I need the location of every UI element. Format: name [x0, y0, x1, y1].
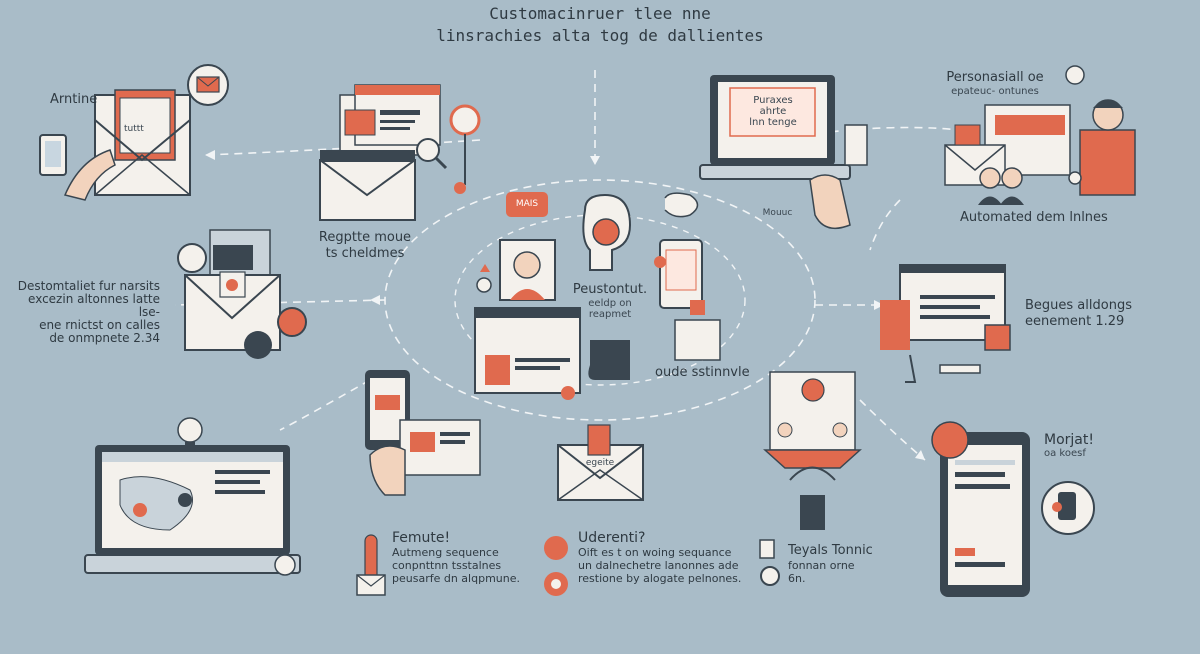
envelope-icon: [319, 150, 416, 221]
node-label-line: ene rnictst on calles: [39, 318, 160, 332]
feature-line: fonnan orne: [788, 559, 855, 572]
lock-icon: [244, 331, 272, 359]
node-label-line: Regptte moue: [318, 230, 412, 245]
kiosk-icon: [763, 371, 862, 530]
arrow-right-down: [869, 199, 901, 251]
bike-icon: [984, 324, 1011, 351]
feature-line: Autmeng sequence: [392, 546, 499, 559]
arrow-to-bottom-left: [279, 379, 371, 431]
node-label-line: reapmet: [588, 309, 632, 320]
node-label-mid-left: Destomtaliet fur narsits excezin altonne…: [10, 280, 160, 345]
center-ring-inner: [454, 214, 746, 386]
mail-chat-icon: [187, 64, 229, 106]
avatar-icon: [499, 239, 556, 301]
feature-line: conpnttnn tsstalnes: [392, 559, 502, 572]
thermometer-icon: [356, 534, 386, 596]
tablet-icon: [39, 134, 67, 176]
feature-heading: Teyals Tonnic: [788, 543, 873, 558]
search-icon: [416, 104, 481, 194]
arrow-to-bottom-right: [859, 399, 926, 461]
tablet-icon: [940, 432, 1030, 597]
laptop-icon: [699, 75, 851, 180]
avatar-icon: [1041, 481, 1095, 535]
feature-line: peusarfe dn alqpmune.: [392, 572, 520, 585]
document-stack-icon: [339, 84, 441, 156]
node-label-line: excezin altonnes latte lse-: [28, 292, 160, 319]
envelope-label: tuttt: [124, 124, 144, 134]
node-label-bottom-right: Morjat! oa koesf: [1044, 432, 1094, 459]
gear-icon: [1065, 65, 1085, 85]
node-label-line: Begues alldongs: [1025, 298, 1132, 313]
hand-icon: [588, 340, 630, 380]
feature-block-center: Uderenti? Oift es t on woing sequance un…: [578, 530, 758, 585]
node-label-top-left: Arntine: [50, 92, 98, 107]
feature-line: un dalnechetre lanonnes ade: [578, 559, 739, 572]
laptop-screen-line: Puraxes: [753, 95, 793, 106]
pin-icon: [1068, 171, 1082, 185]
node-caption-top-right: Automated dem lnlnes: [960, 210, 1108, 225]
center-badge: MAIS: [515, 199, 539, 209]
node-label-line: de onmpnete 2.34: [49, 331, 160, 345]
page-title: Customacinruer tlee nne linsrachies alta…: [400, 4, 800, 45]
person-icon: [277, 307, 307, 337]
node-label-mid-right: Begues alldongs eenement 1.29: [1025, 298, 1132, 330]
node-label-line: Peustontut.: [572, 282, 648, 297]
feature-block-right: Teyals Tonnic fonnan orne 6n.: [788, 543, 898, 585]
laptop-screen-line: lnn tenge: [749, 117, 797, 128]
phone-icon: [654, 239, 703, 309]
document-stack-icon: [944, 104, 1071, 186]
feature-block-left: Femute! Autmeng sequence conpnttnn tssta…: [392, 530, 562, 585]
robot-icon: [274, 554, 296, 576]
hand-icon: [809, 174, 851, 230]
node-label-line: eenement 1.29: [1025, 314, 1125, 329]
node-label-line: ts cheldmes: [325, 246, 405, 261]
feature-line: restione by alogate pelnones.: [578, 572, 742, 585]
laptop-screen-line: ahrte: [759, 106, 787, 117]
person-icon: [1079, 99, 1136, 196]
title-line-2: linsrachies alta tog de dallientes: [436, 26, 764, 45]
head-profile-icon: [582, 193, 632, 271]
phone-icon: [365, 370, 481, 476]
node-label-line: Destomtaliet fur narsits: [17, 279, 160, 293]
music-icon: [177, 243, 207, 273]
node-label-top-center-left: Regptte moue ts cheldmes: [310, 230, 420, 262]
envelope-icon: [557, 424, 644, 501]
avatar-icon: [978, 167, 1024, 205]
laptop-caption: Mouuc: [762, 208, 793, 218]
chat-bubble-icon: [506, 192, 699, 218]
envelope-icon: [94, 89, 191, 196]
node-label-line: Morjat!: [1044, 432, 1094, 448]
laptop-screen-text: Puraxes ahrte lnn tenge: [733, 95, 813, 128]
browser-window-icon: [474, 307, 581, 394]
pin-icon: [561, 386, 575, 400]
lightbulb-icon: [177, 417, 203, 450]
lamp-icon: [905, 354, 917, 383]
arrowhead-top-left: [205, 150, 215, 160]
monitor-icon: [84, 445, 301, 574]
node-label-center: Peustontut. eeldp on reapmet: [555, 282, 665, 320]
node-label-line: eeldp on: [588, 298, 632, 309]
title-line-1: Customacinruer tlee nne: [489, 4, 711, 23]
feature-heading: Femute!: [392, 530, 451, 546]
tag-icon: [759, 539, 780, 586]
document-icon: [844, 124, 868, 166]
hand-icon: [63, 149, 116, 201]
arrow-to-top-left: [204, 139, 481, 156]
feature-line: Oift es t on woing sequance: [578, 546, 732, 559]
feature-heading: Uderenti?: [578, 530, 646, 546]
node-label-line: oa koesf: [1044, 448, 1086, 459]
feature-line: 6n.: [788, 572, 806, 585]
document-icon: [674, 300, 721, 361]
clock-icon: [476, 277, 492, 293]
node-label-line: epateuc- ontunes: [951, 86, 1039, 97]
hand-icon: [369, 445, 406, 496]
node-label-top-right: Personasiall oe epateuc- ontunes: [925, 70, 1065, 97]
sun-icon: [931, 421, 969, 459]
node-label-line: Personasiall oe: [946, 70, 1044, 85]
center-envelope-label: egeite: [585, 458, 615, 468]
heart-icon: [544, 536, 568, 596]
node-caption-center: oude sstinnvle: [655, 365, 750, 380]
